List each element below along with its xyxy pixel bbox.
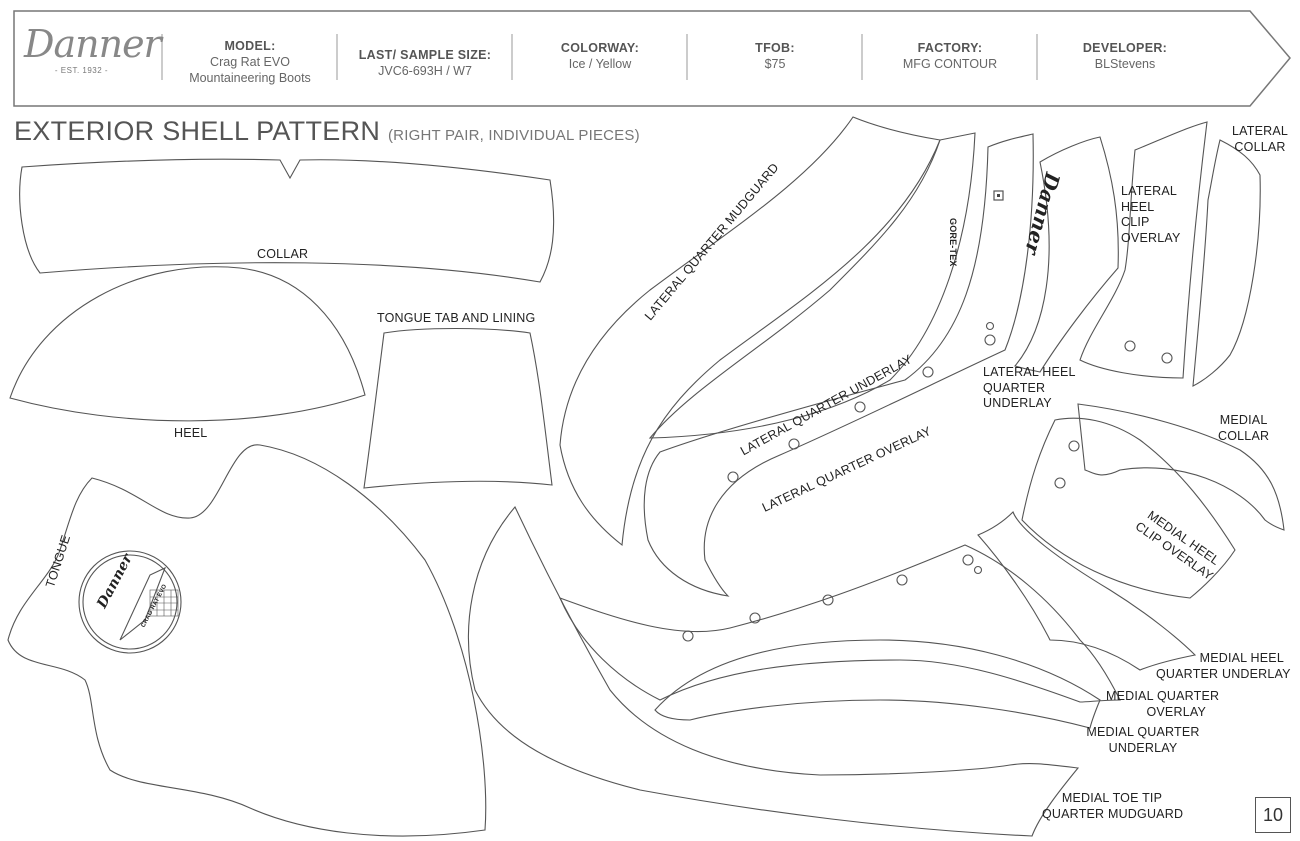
eyelet (896, 574, 908, 586)
brand-name: Danner (24, 22, 162, 66)
medial-quarter-overlay-piece (558, 544, 1121, 703)
label-lateral-heel-clip-overlay: LATERAL HEEL CLIP OVERLAY (1121, 184, 1181, 245)
label-collar: COLLAR (257, 247, 309, 261)
eyelet (984, 334, 996, 346)
factory-field: FACTORY: MFG CONTOUR (902, 41, 998, 71)
goretex-label: GORE-TEX (948, 218, 958, 267)
label-medial-quarter-underlay: MEDIAL QUARTER UNDERLAY (1086, 725, 1200, 755)
lateral-quarter-overlay-piece (643, 133, 1034, 597)
eyelet (749, 612, 761, 624)
lateral-quarter-mudguard-piece (559, 116, 941, 547)
label-lateral-collar: LATERAL COLLAR (1232, 124, 1289, 154)
page-subtitle: (RIGHT PAIR, INDIVIDUAL PIECES) (387, 127, 640, 144)
page-number: 10 (1255, 797, 1291, 833)
eyelet (973, 565, 983, 575)
medial-heel-clip-overlay-piece (1021, 417, 1236, 599)
brand-est: - EST. 1932 - (54, 66, 109, 75)
developer-field: DEVELOPER: BLStevens (1082, 41, 1168, 71)
label-medial-toe-tip: MEDIAL TOE TIP QUARTER MUDGUARD (1042, 791, 1184, 821)
colorway-field: COLORWAY: Ice / Yellow (560, 41, 640, 71)
label-medial-heel-quarter-underlay: MEDIAL HEEL QUARTER UNDERLAY (1156, 651, 1291, 681)
lateral-collar-piece (1192, 139, 1261, 387)
tongue-tab-piece (363, 327, 553, 489)
badge-checker (149, 589, 179, 617)
heel-piece (9, 266, 366, 422)
medial-collar-piece (1077, 403, 1285, 531)
crag-rat-badge-inner (82, 554, 178, 650)
rivet (1068, 440, 1080, 452)
eyelet (962, 554, 974, 566)
eyelet (822, 594, 834, 606)
collar-piece (19, 158, 555, 283)
goretex-icon-inner (997, 194, 1000, 197)
medial-toe-tip-piece (467, 505, 1080, 837)
eyelet (682, 630, 694, 642)
eyelet (727, 471, 739, 483)
lateral-heel-clip-overlay-piece (1079, 121, 1208, 379)
header-bar: Danner - EST. 1932 - MODEL: Crag Rat EVO… (0, 0, 1300, 110)
goretex-icon (993, 190, 1004, 201)
label-heel: HEEL (174, 426, 208, 440)
eyelet (854, 401, 866, 413)
rivet (1161, 352, 1173, 364)
label-medial-quarter-overlay: MEDIAL QUARTER OVERLAY (1106, 689, 1220, 719)
label-medial-collar: MEDIAL COLLAR (1218, 413, 1270, 443)
danner-logo: Danner - EST. 1932 - (24, 22, 162, 80)
page-title: EXTERIOR SHELL PATTERN (RIGHT PAIR, INDI… (14, 116, 640, 146)
crag-rat-badge (78, 550, 182, 654)
tongue-piece (7, 444, 487, 837)
label-tongue-tab: TONGUE TAB AND LINING (377, 311, 536, 325)
badge-mountain (119, 566, 167, 641)
eyelet (985, 321, 995, 331)
tfob-field: TFOB: $75 (755, 41, 795, 71)
last-size-field: LAST/ SAMPLE SIZE: JVC6-693H / W7 (358, 48, 492, 78)
rivet (1054, 477, 1066, 489)
model-field: MODEL: Crag Rat EVO Mountaineering Boots (189, 39, 311, 85)
rivet (1124, 340, 1136, 352)
lateral-quarter-underlay-piece (648, 132, 976, 439)
medial-quarter-underlay-piece (654, 639, 1101, 729)
medial-heel-quarter-underlay-piece (977, 511, 1197, 671)
label-lateral-heel-quarter-underlay: LATERAL HEEL QUARTER UNDERLAY (983, 365, 1076, 410)
lateral-heel-quarter-underlay-piece (1014, 136, 1119, 373)
eyelet (922, 366, 934, 378)
eyelet (788, 438, 800, 450)
header-frame (13, 10, 1291, 107)
